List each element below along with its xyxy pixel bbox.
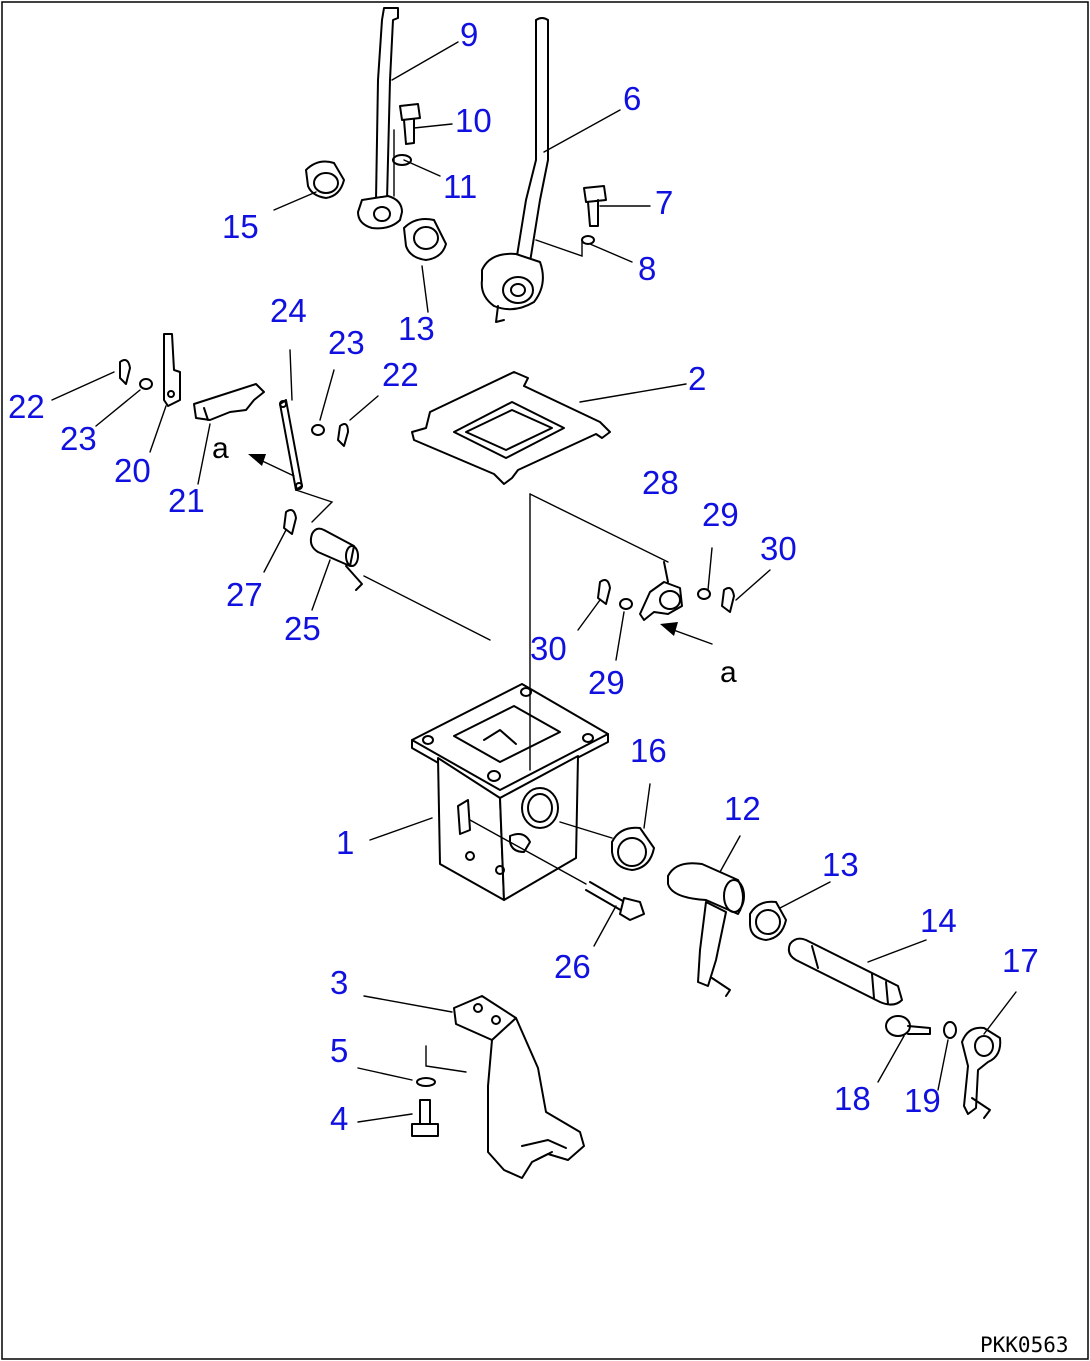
callout-17: 17	[1002, 942, 1039, 979]
callout-4: 4	[330, 1100, 348, 1137]
callout-9: 9	[460, 16, 478, 53]
callout-26: 26	[554, 948, 591, 985]
callout-5: 5	[330, 1032, 348, 1069]
callout-numbers: 9 10 11 6 7 8 15 13 24 23 22 22 23 20 21…	[8, 16, 1039, 1137]
part-washer-23-right	[311, 424, 325, 436]
part-lever-6	[480, 17, 583, 323]
callout-14: 14	[920, 902, 957, 939]
leader-plate-2	[529, 493, 669, 563]
part-shaft-14	[787, 937, 903, 1006]
part-lever-12	[667, 862, 745, 997]
part-case-1	[411, 493, 609, 901]
view-mark-a-right: a	[720, 656, 737, 689]
callout-24: 24	[270, 292, 307, 329]
part-washer-11	[392, 154, 412, 166]
part-bolt-7	[583, 185, 607, 227]
leader-bushing-16	[559, 821, 613, 839]
part-bolt-4	[411, 1099, 439, 1137]
part-pin-22-right	[337, 423, 349, 447]
callout-16: 16	[630, 732, 667, 769]
callout-8: 8	[638, 250, 656, 287]
callout-15: 15	[222, 208, 259, 245]
callout-30-center: 30	[530, 630, 567, 667]
view-mark-a-left: a	[212, 432, 229, 465]
callout-30-right: 30	[760, 530, 797, 567]
callout-27: 27	[226, 576, 263, 613]
callout-22-right: 22	[382, 356, 419, 393]
part-bolt-10	[399, 103, 421, 145]
part-washer-19	[943, 1021, 957, 1039]
part-pin-30-center	[597, 579, 611, 605]
part-link-24	[279, 399, 303, 491]
callout-29-center: 29	[588, 664, 625, 701]
callout-10: 10	[455, 102, 492, 139]
callout-3: 3	[330, 964, 348, 1001]
leader-bolt-26	[469, 819, 587, 885]
leader-bracket-3	[425, 1045, 467, 1073]
callout-7: 7	[655, 184, 673, 221]
part-pin-22-left	[119, 359, 131, 385]
part-lever-17	[961, 1026, 1002, 1119]
callout-20: 20	[114, 452, 151, 489]
part-lever-28	[639, 561, 683, 621]
part-lever-21	[193, 383, 265, 421]
callout-21: 21	[168, 482, 205, 519]
part-washer-29-center	[619, 598, 633, 610]
callout-23-right: 23	[328, 324, 365, 361]
part-rod-20	[163, 333, 181, 407]
view-arrow-a-left	[248, 454, 295, 477]
part-washer-29-right	[697, 588, 711, 600]
part-bushing-16	[611, 826, 655, 871]
part-plate-2	[411, 371, 611, 485]
view-arrow-a-right	[660, 622, 713, 645]
part-washer-8	[581, 235, 595, 245]
part-bracket-3	[453, 995, 585, 1179]
drawing-code: PKK0563	[980, 1333, 1069, 1357]
part-washer-5	[416, 1077, 436, 1087]
callout-23-left: 23	[60, 420, 97, 457]
part-bushing-15	[305, 160, 345, 199]
part-lever-9	[357, 7, 403, 230]
callout-18: 18	[834, 1080, 871, 1117]
part-ball-joint-18	[885, 1015, 931, 1037]
part-bushing-13-lower	[749, 900, 787, 941]
callout-13-lower: 13	[822, 846, 859, 883]
part-bushing-13-top	[403, 218, 447, 261]
callout-11: 11	[443, 168, 477, 205]
part-washer-23-left	[139, 378, 153, 390]
callout-2: 2	[688, 360, 706, 397]
callout-6: 6	[623, 80, 641, 117]
callout-1: 1	[336, 824, 354, 861]
callout-13-top: 13	[398, 310, 435, 347]
callout-29-right: 29	[702, 496, 739, 533]
leader-shaft-25-to-case	[363, 575, 491, 641]
callout-25: 25	[284, 610, 321, 647]
part-bolt-26	[585, 881, 645, 921]
callout-leaders	[51, 41, 1017, 1123]
callout-12: 12	[724, 790, 761, 827]
callout-19: 19	[904, 1082, 941, 1119]
part-pin-30-right	[721, 587, 735, 613]
callout-22-left: 22	[8, 388, 45, 425]
part-pin-27	[283, 509, 297, 535]
part-shaft-25	[295, 489, 363, 591]
callout-28: 28	[642, 464, 679, 501]
